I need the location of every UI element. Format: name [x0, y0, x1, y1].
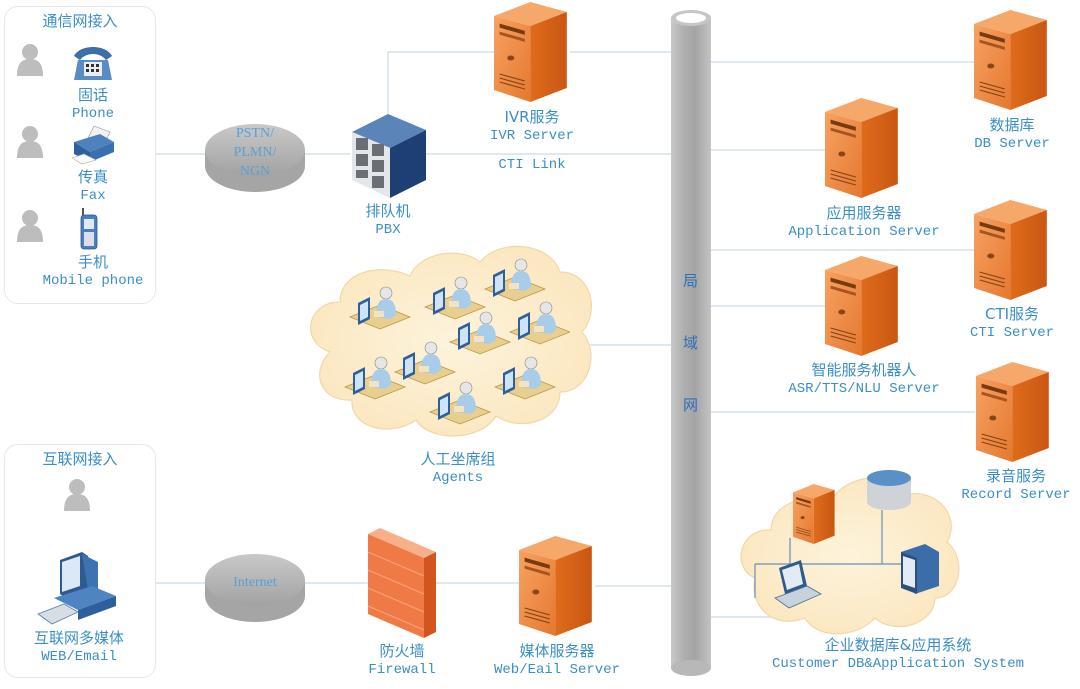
record-server-label: 录音服务 Record Server [961, 467, 1071, 503]
internet-network-label: Internet [233, 575, 277, 590]
agent-workstation-icon [484, 258, 546, 302]
caller-person-icon [17, 126, 43, 158]
agent-workstation-icon [494, 356, 556, 400]
panel-title: 通信网接入 [42, 12, 118, 30]
agents-label: 人工坐席组 Agents [420, 450, 496, 486]
application-server-icon [825, 98, 899, 199]
agent-workstation-icon [509, 301, 570, 345]
agent-workstation-icon [429, 381, 491, 425]
agents-group [344, 258, 570, 425]
lan-label-char: 局 [683, 272, 699, 290]
agent-workstation-icon [424, 276, 486, 320]
customer-system-cloud [740, 470, 960, 635]
db-server-label: 数据库 DB Server [974, 116, 1050, 152]
application-server-label: 应用服务器 Application Server [788, 204, 940, 240]
phone-label: 固话 Phone [71, 86, 114, 122]
web-user-person-icon [64, 479, 90, 511]
laptop-icon [774, 560, 822, 609]
mobile-phone-label: 手机 Mobile phone [42, 253, 144, 289]
desktop-computer-icon [37, 552, 116, 625]
agent-workstation-icon [394, 341, 456, 385]
asr-tts-nlu-server-icon [825, 256, 899, 357]
fax-icon [71, 125, 114, 165]
lan-backbone-pipe [671, 10, 711, 676]
firewall-label: 防火墙 Firewall [368, 642, 436, 678]
mobile-phone-icon [80, 208, 98, 250]
agent-workstation-icon [344, 356, 406, 400]
pbx-switch-icon [352, 114, 426, 198]
pbx-label: 排队机 PBX [365, 202, 411, 238]
agent-workstation-icon [349, 286, 411, 330]
firewall-icon [367, 528, 436, 638]
lan-label-char: 域 [683, 334, 699, 352]
agent-workstation-icon [449, 311, 511, 355]
lan-label-char: 网 [683, 396, 699, 414]
mini-server-icon [792, 483, 836, 545]
media-server-icon [519, 536, 593, 637]
db-server-icon [974, 10, 1048, 111]
internet-network-disk-icon [205, 554, 305, 622]
desk-phone-icon [74, 47, 112, 80]
fax-label: 传真 Fax [77, 168, 108, 204]
panel-title: 互联网接入 [42, 450, 118, 468]
record-server-icon [976, 362, 1050, 463]
ivr-server-icon [494, 2, 568, 103]
database-cylinder-icon [867, 470, 911, 510]
pstn-network-disk-icon [205, 124, 305, 192]
ivr-server-label: IVR服务 IVR Server [489, 108, 574, 144]
monitor-icon [901, 544, 939, 594]
caller-person-icon [17, 210, 43, 242]
cti-link-label: CTI Link [498, 157, 566, 173]
media-server-label: 媒体服务器 Web/Eail Server [493, 642, 621, 678]
cti-server-label: CTI服务 CTI Server [969, 305, 1054, 341]
caller-person-icon [17, 44, 43, 76]
pstn-network-label: PSTN/ PLMN/ NGN [233, 126, 277, 179]
asr-tts-nlu-server-label: 智能服务机器人 ASR/TTS/NLU Server [788, 361, 940, 397]
web-email-label: 互联网多媒体 WEB/Email [33, 629, 124, 665]
cti-server-icon [974, 200, 1048, 301]
customer-system-label: 企业数据库&应用系统 Customer DB&Application Syste… [771, 636, 1025, 672]
